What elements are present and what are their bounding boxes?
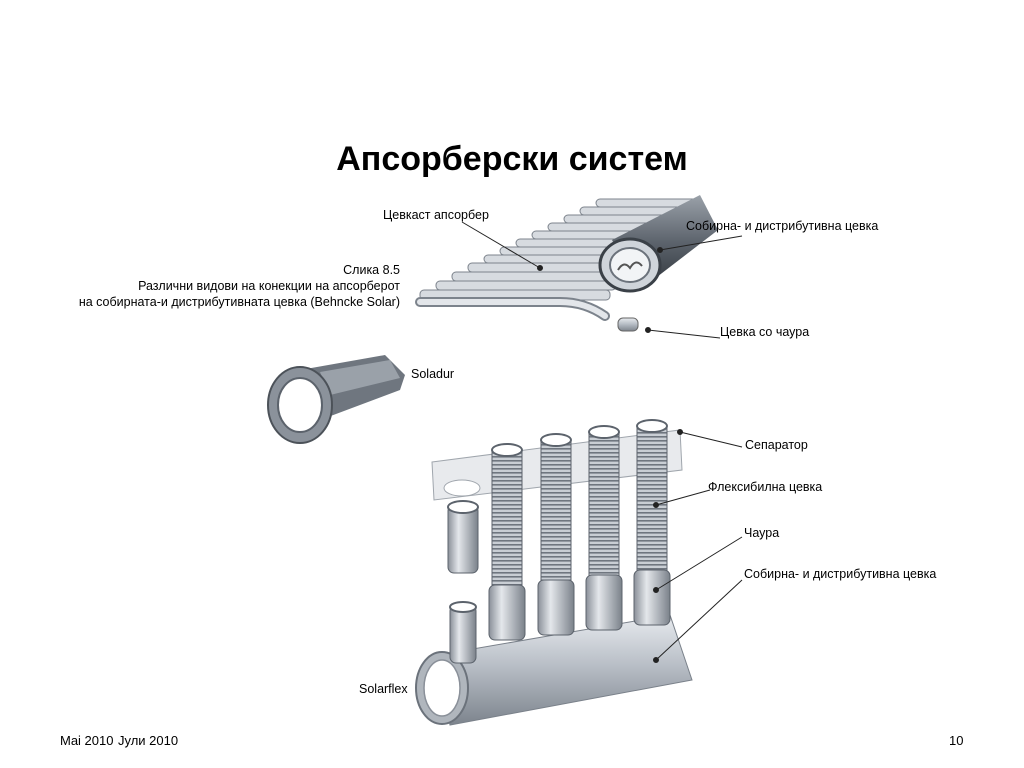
label-header-pipe-bottom: Собирна- и дистрибутивна цевка bbox=[744, 567, 937, 581]
caption-line-3: на собирната-и дистрибутивната цевка (Be… bbox=[78, 295, 400, 309]
tube-absorber-drawing bbox=[415, 195, 718, 332]
label-separator: Сепаратор bbox=[745, 438, 808, 452]
caption-line-1: Слика 8.5 bbox=[343, 263, 400, 277]
label-sleeve: Чаура bbox=[744, 526, 780, 540]
solarflex-drawing bbox=[415, 419, 693, 726]
label-flex-pipe: Флексибилна цевка bbox=[708, 480, 823, 494]
label-sleeve-pipe: Цевка со чаура bbox=[720, 325, 810, 339]
soladur-drawing bbox=[267, 355, 405, 444]
footer-date: Јули 2010 bbox=[118, 733, 179, 748]
label-soladur: Soladur bbox=[411, 367, 455, 381]
page-number: 10 bbox=[949, 733, 964, 748]
caption-line-2: Различни видови на конекции на апсорберо… bbox=[138, 279, 400, 293]
label-tube-absorber: Цевкаст апсорбер bbox=[383, 208, 489, 222]
label-header-pipe-top: Собирна- и дистрибутивна цевка bbox=[686, 219, 879, 233]
page-title: Апсорберски систем bbox=[336, 140, 688, 178]
label-solarflex: Solarflex bbox=[359, 682, 408, 696]
leader-lines bbox=[461, 221, 743, 663]
footer-date-overlay: Mai 2010 bbox=[60, 733, 114, 748]
figure-caption: Слика 8.5 Различни видови на конекции на… bbox=[79, 262, 400, 310]
